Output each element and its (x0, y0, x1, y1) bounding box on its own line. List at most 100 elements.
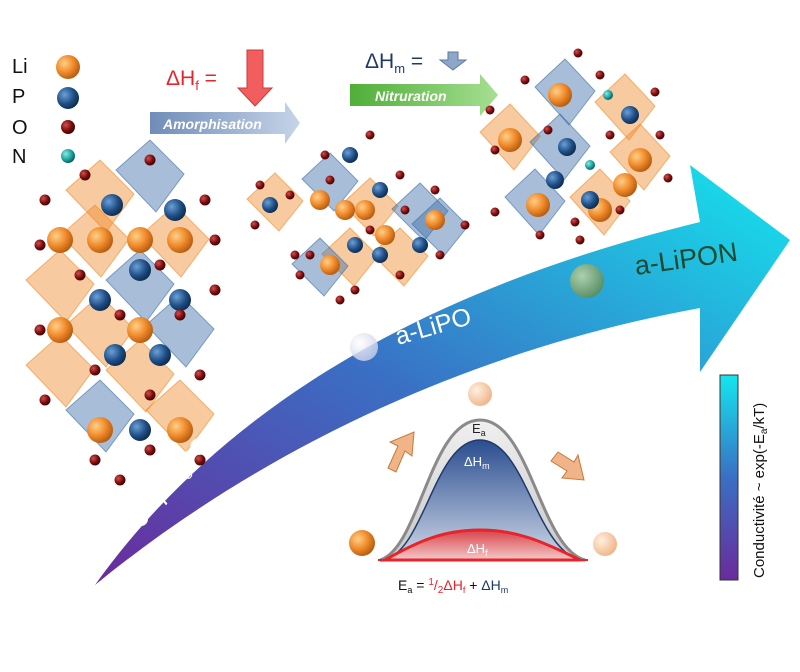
o-atom (460, 220, 470, 230)
conductivity-colorbar (719, 374, 739, 581)
o-atom (89, 364, 101, 376)
polyhedron (115, 139, 185, 213)
ea-label: Ea (472, 421, 486, 438)
o-atom (535, 230, 545, 240)
p-atom (164, 199, 186, 221)
o-atom (435, 250, 445, 260)
o-atom (250, 220, 260, 230)
o-atom (34, 239, 46, 251)
o-atom (615, 205, 625, 215)
li-atom (47, 317, 73, 343)
o-atom (114, 309, 126, 321)
li-ion-end-icon (593, 532, 617, 556)
phase3-marker (570, 264, 604, 298)
o-atom (199, 194, 211, 206)
o-atom (605, 130, 615, 140)
n-atom-icon (61, 149, 75, 163)
o-atom (144, 444, 156, 456)
li-atom (167, 417, 193, 443)
p-atom (342, 147, 358, 163)
o-atom (430, 185, 440, 195)
li-atom (548, 83, 572, 107)
crystal-gamma-li3po4 (25, 139, 221, 486)
o-atom (114, 474, 126, 486)
li-atom (375, 225, 395, 245)
phase2-marker (350, 333, 378, 361)
o-atom (650, 87, 660, 97)
o-atom (490, 207, 500, 217)
o-atom (255, 180, 265, 190)
progress-arrow (95, 165, 790, 585)
o-atom (655, 130, 665, 140)
li-atom (87, 227, 113, 253)
o-atom (325, 175, 335, 185)
p-atom (372, 247, 388, 263)
li-atom (47, 227, 73, 253)
crystal-a-lipon (479, 48, 673, 245)
o-atom (144, 389, 156, 401)
p-atom (149, 344, 171, 366)
o-atom (305, 250, 315, 260)
dhf-curve (379, 528, 581, 562)
legend: Li P O N (12, 55, 80, 168)
dhm-label: ΔHm = (365, 50, 423, 76)
p-atom (546, 171, 564, 189)
p-atom (581, 191, 599, 209)
o-atom (154, 259, 166, 271)
o-atom (395, 270, 405, 280)
dhf-curve-label: ΔHf (467, 541, 488, 558)
p-atom (129, 419, 151, 441)
o-atom (365, 225, 375, 235)
p-atom (129, 259, 151, 281)
dhm-curve-label: ΔHm (464, 454, 490, 471)
o-atom (520, 75, 530, 85)
legend-p-label: P (12, 86, 25, 108)
o-atom (174, 309, 186, 321)
p-atom (101, 194, 123, 216)
li-atom (87, 417, 113, 443)
li-atom (613, 173, 637, 197)
amorphisation-arrow (150, 102, 300, 144)
hop-down-arrow (550, 451, 585, 481)
li-atom (335, 200, 355, 220)
activation-energy-equation: Ea = 1/2ΔHf + ΔHm (398, 577, 508, 596)
li-atom (127, 317, 153, 343)
o-atom (575, 235, 585, 245)
li-ion-start-icon (349, 530, 375, 556)
legend-li-label: Li (12, 56, 28, 78)
dhf-down-arrow (236, 49, 274, 107)
p-atom-icon (57, 87, 79, 109)
o-atom (209, 284, 221, 296)
polyhedron (25, 249, 95, 323)
o-atom (543, 125, 553, 135)
li-atom (425, 210, 445, 230)
o-atom (485, 105, 495, 115)
o-atom (350, 285, 360, 295)
energy-diagram: Ea ΔHm ΔHf Ea = 1/2ΔHf + ΔHm (349, 382, 617, 596)
o-atom (290, 250, 300, 260)
o-atom (335, 295, 345, 305)
step-nitruration: ΔHm = Nitruration (350, 50, 498, 116)
n-atom (603, 90, 613, 100)
li-atom (310, 190, 330, 210)
o-atom (194, 369, 206, 381)
p-atom (104, 344, 126, 366)
dhf-label: ΔHf = (166, 67, 217, 93)
o-atom (595, 70, 605, 80)
polyhedron (145, 294, 215, 368)
n-atom (585, 160, 595, 170)
nitruration-label: Nitruration (375, 88, 447, 104)
legend-o-label: O (12, 117, 28, 139)
o-atom (320, 150, 330, 160)
step-amorphisation: ΔHf = Amorphisation (150, 49, 300, 144)
o-atom (295, 270, 305, 280)
o-atom (39, 194, 51, 206)
p-atom (412, 237, 428, 253)
li-atom-icon (56, 55, 80, 79)
p-atom (89, 289, 111, 311)
o-atom (395, 170, 405, 180)
o-atom (194, 454, 206, 466)
amorphisation-label: Amorphisation (162, 116, 262, 132)
o-atom-icon (61, 120, 75, 134)
